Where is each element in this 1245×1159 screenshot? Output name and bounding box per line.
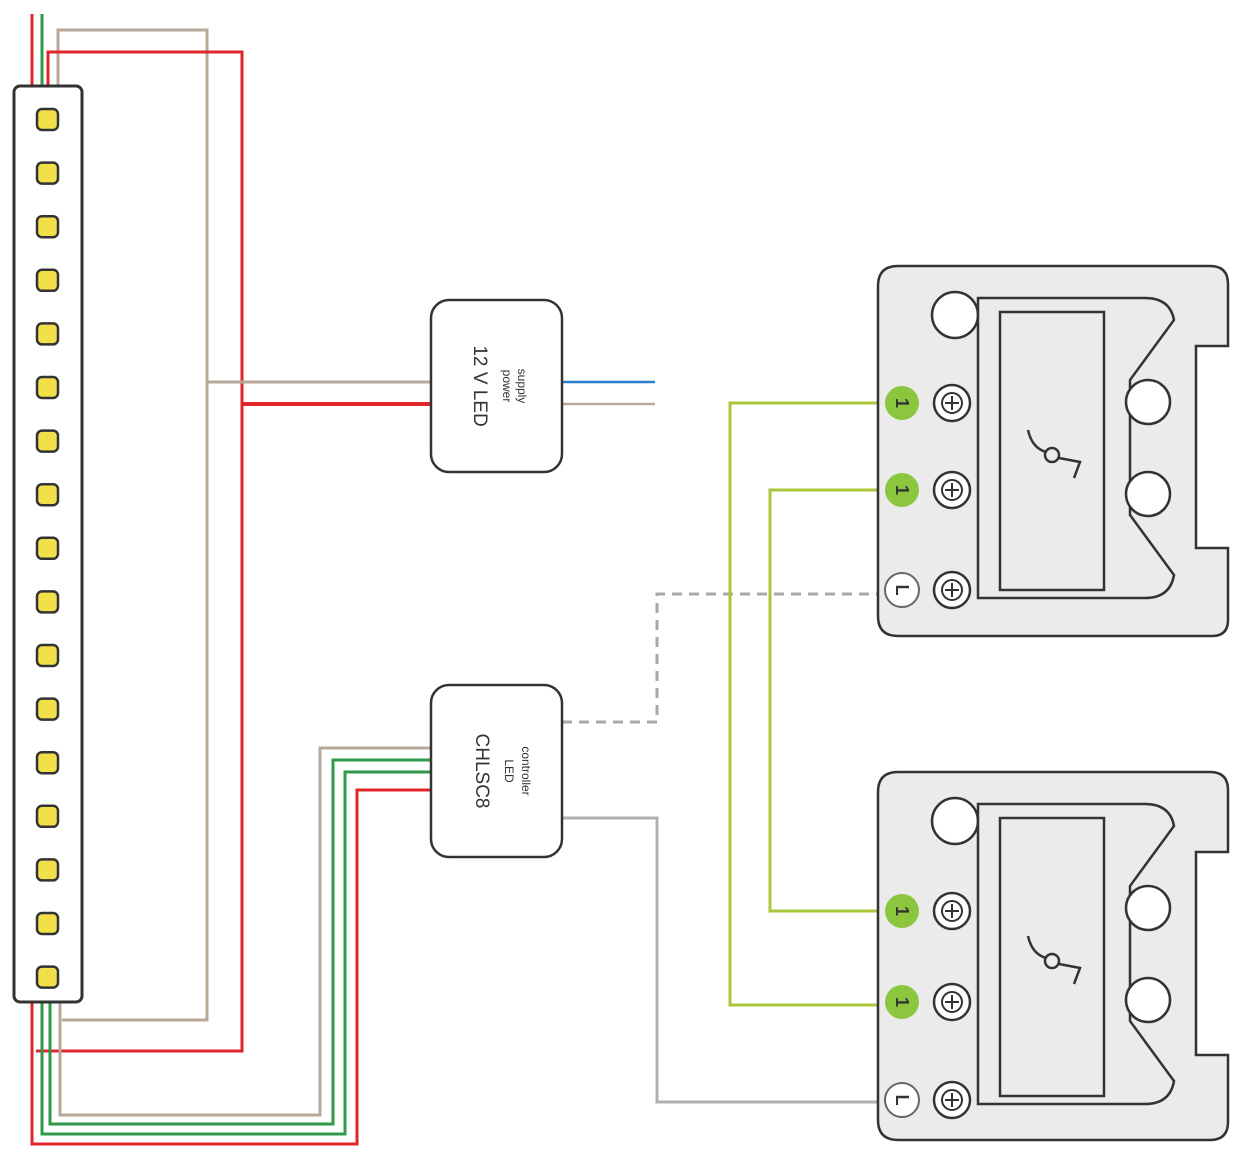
led-chip bbox=[35, 482, 60, 507]
top-terminal: 1 bbox=[885, 470, 972, 510]
wire-ctrl-dashed bbox=[562, 592, 884, 724]
wire-ctrl-brown bbox=[58, 746, 432, 1117]
screw-slot bbox=[945, 583, 959, 597]
wire-traveller-inner bbox=[768, 488, 888, 913]
top-terminal: 1 bbox=[885, 383, 972, 423]
wire-strip-top-brown bbox=[56, 28, 209, 1022]
screw-slot bbox=[945, 1093, 959, 1107]
controller-box bbox=[429, 683, 564, 859]
led-chip bbox=[35, 161, 60, 185]
switch-bottom-knob-upper bbox=[1124, 884, 1172, 932]
led-chip bbox=[35, 107, 60, 132]
led-chip bbox=[35, 804, 60, 829]
bottom-terminal: 1 bbox=[885, 982, 972, 1022]
bottom-terminal: L bbox=[884, 1080, 972, 1120]
switch-bottom-knob-lower bbox=[1124, 976, 1172, 1024]
terminal-label: 1 bbox=[892, 906, 912, 916]
led-chip bbox=[35, 750, 60, 775]
screw-head bbox=[941, 991, 963, 1013]
wire-strip-top-red bbox=[36, 50, 244, 1053]
led-chip bbox=[35, 697, 60, 721]
screw-slot bbox=[945, 483, 959, 497]
bottom-terminal: 1 bbox=[885, 891, 972, 931]
top-terminal: L bbox=[884, 570, 972, 610]
switch-top bbox=[876, 264, 1230, 638]
screw-head bbox=[941, 479, 963, 501]
led-chip bbox=[35, 322, 60, 346]
led-chip bbox=[35, 429, 60, 453]
terminal-badge bbox=[884, 572, 920, 608]
terminal-label: 1 bbox=[892, 485, 912, 495]
led-strip bbox=[12, 84, 84, 1004]
led-chip bbox=[35, 268, 60, 293]
switch-top-knob-upper bbox=[1124, 378, 1172, 426]
led-chip bbox=[35, 590, 60, 614]
led-chips bbox=[35, 107, 60, 989]
terminal-label: 1 bbox=[892, 398, 912, 408]
wire-ctrl-green-2 bbox=[40, 770, 432, 1136]
switch-bottom bbox=[876, 770, 1230, 1142]
power-supply: 12 V LED power supply bbox=[429, 298, 564, 474]
power-supply-subtitle-line1: power bbox=[500, 370, 514, 403]
led-chip bbox=[35, 643, 60, 668]
power-supply-box bbox=[429, 298, 564, 474]
terminal-label: 1 bbox=[892, 997, 912, 1007]
terminal-label: L bbox=[892, 585, 912, 596]
power-supply-title: 12 V LED bbox=[469, 345, 490, 426]
switch-top-screw-hole bbox=[930, 290, 980, 340]
terminal-badge bbox=[885, 386, 919, 420]
led-chip bbox=[35, 965, 60, 989]
led-chip bbox=[35, 858, 60, 882]
screw-slot bbox=[945, 904, 959, 918]
screw-slot bbox=[945, 995, 959, 1009]
screw-slot bbox=[945, 396, 959, 410]
terminal-badge bbox=[885, 473, 919, 507]
switch-symbol-icon bbox=[1026, 429, 1082, 479]
switch-symbol-icon bbox=[1026, 935, 1082, 985]
wires bbox=[30, 14, 888, 1146]
power-supply-subtitle-line2: supply bbox=[515, 369, 529, 404]
screw-head bbox=[941, 392, 963, 414]
terminal-badge bbox=[884, 1082, 920, 1118]
led-chip bbox=[35, 375, 60, 400]
controller-subtitle-line2: controller bbox=[519, 746, 533, 795]
led-chip bbox=[35, 214, 60, 239]
wire-ctrl-green-1 bbox=[48, 758, 432, 1126]
screw-head bbox=[941, 579, 963, 601]
controller-subtitle-line1: LED bbox=[502, 759, 516, 783]
terminal-badge bbox=[885, 894, 919, 928]
led-chip bbox=[35, 536, 60, 561]
wire-traveller-outer bbox=[728, 401, 888, 1007]
led-controller: CHLSC8 LED controller bbox=[429, 683, 564, 859]
wire-ctrl-gray bbox=[562, 816, 884, 1104]
switch-top-knob-lower bbox=[1124, 470, 1172, 518]
screw-head bbox=[941, 900, 963, 922]
switch-bottom-screw-hole bbox=[930, 796, 980, 846]
controller-title: CHLSC8 bbox=[471, 734, 492, 809]
wire-ctrl-red bbox=[30, 788, 432, 1146]
terminal-badge bbox=[885, 985, 919, 1019]
terminal-label: L bbox=[892, 1095, 912, 1106]
screw-head bbox=[941, 1089, 963, 1111]
led-chip bbox=[35, 911, 60, 936]
